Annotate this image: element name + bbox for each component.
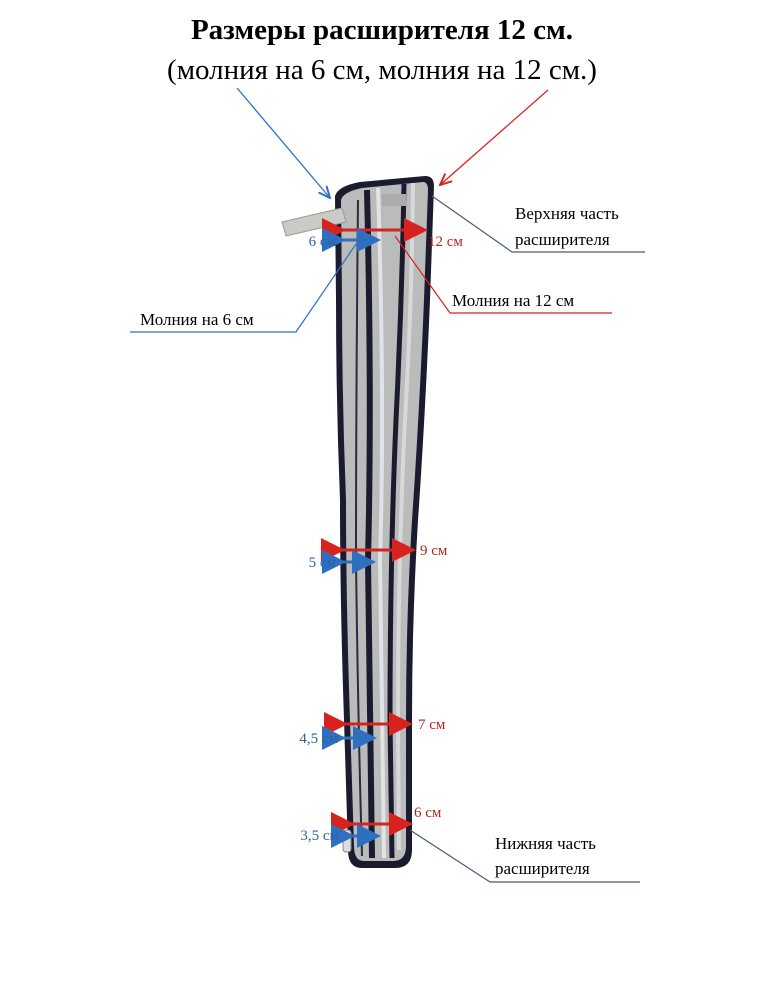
pointer-zipper-6-arrow <box>236 87 330 198</box>
page-subtitle: (молния на 6 см, молния на 12 см.) <box>167 54 597 86</box>
leader-zipper-12 <box>394 235 612 314</box>
leader-bottom-part <box>409 829 640 883</box>
label-bottom-part: Нижняя часть <box>495 834 596 853</box>
label-top-part: Верхняя часть <box>515 204 619 223</box>
label-zipper-6: Молния на 6 см <box>140 310 254 329</box>
measure-inner-label: 3,5 см <box>300 828 339 844</box>
leader-zipper-6 <box>130 243 357 333</box>
label-bottom-part: расширителя <box>495 859 590 878</box>
measure-outer-label: 9 см <box>420 543 448 559</box>
label-zipper-12: Молния на 12 см <box>452 291 574 310</box>
measure-inner-label: 4,5 см <box>299 731 338 747</box>
measure-outer-label: 6 см <box>414 805 442 821</box>
expander-strap <box>335 176 434 868</box>
zipper-pull <box>342 829 352 853</box>
leader-top-part <box>431 195 645 253</box>
label-top-part: расширителя <box>515 230 610 249</box>
measure-inner-label: 5 см <box>309 555 337 571</box>
measure-outer-label: 12 см <box>428 234 463 250</box>
measure-inner-label: 6 см <box>309 234 337 250</box>
measure-outer-label: 7 см <box>418 717 446 733</box>
pointer-zipper-12-arrow <box>440 89 549 185</box>
page-title: Размеры расширителя 12 см. <box>190 14 574 46</box>
